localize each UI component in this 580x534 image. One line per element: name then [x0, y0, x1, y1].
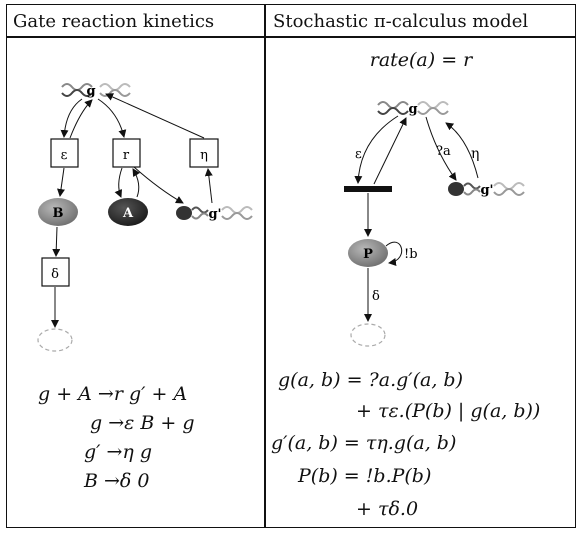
dna-gene-gprime-right: g' [448, 182, 525, 198]
arrow-p-self-loop [385, 241, 403, 266]
edge-label-epsilon: ε [355, 147, 362, 162]
dna-gene-gprime-left: g' [176, 206, 253, 222]
rate-equation: rate(a) = r [369, 49, 473, 71]
reaction-box-delta [41, 257, 70, 287]
arrow-eta-to-g [105, 93, 205, 139]
arrow-gprime-to-eta [204, 168, 213, 204]
gene-gprime-label-right: g' [480, 183, 493, 198]
reaction-label-r: r [123, 148, 130, 163]
reaction-label-delta: δ [51, 267, 59, 282]
gene-g-label-left: g [86, 84, 95, 99]
process-p-label: P [363, 247, 373, 262]
arrow-g-to-epsilon [60, 98, 83, 138]
left-column-title: Gate reaction kinetics [13, 11, 215, 32]
gene-g-label-right: g [408, 102, 417, 117]
arrow-bar-to-g [373, 117, 407, 185]
reaction-box-r [112, 138, 141, 168]
arrow-g-to-r [97, 98, 127, 138]
arrow-epsilon-to-g [69, 99, 93, 139]
arrow-b-to-delta [52, 226, 61, 257]
left-equation-3: g′ →η g [84, 441, 153, 463]
reaction-label-eta: η [200, 148, 208, 163]
arrow-gprime-to-g [445, 122, 479, 179]
right-equation-4: P(b) = !b.P(b) [298, 465, 432, 487]
arrow-g-to-gprime [425, 116, 457, 181]
left-equation-2: g →ε B + g [90, 412, 195, 434]
species-b-node [38, 198, 78, 226]
gene-gprime-label-left: g' [208, 207, 221, 222]
right-equation-2: + τε.(P(b) | g(a, b)) [356, 400, 541, 422]
reaction-bar [344, 186, 392, 192]
species-a-node [108, 198, 148, 226]
reaction-label-epsilon: ε [61, 148, 68, 163]
edge-label-receive-a: ?a [436, 144, 451, 159]
degraded-empty-node-left [37, 328, 73, 352]
reaction-box-epsilon [50, 138, 79, 168]
arrow-r-to-gprime [133, 166, 184, 204]
right-equation-5: + τδ.0 [356, 498, 419, 520]
left-equation-4: B →δ 0 [84, 470, 150, 492]
reaction-box-eta [189, 138, 219, 168]
arrow-a-to-r [132, 168, 141, 198]
column-divider [264, 5, 266, 527]
dna-gene-g-left: g [61, 83, 131, 99]
dna-gene-g-right: g [377, 101, 449, 117]
edge-label-eta: η [471, 146, 479, 162]
process-p-node [348, 239, 388, 267]
species-a-label: A [122, 206, 134, 221]
left-equation-1: g + A →r g′ + A [38, 383, 188, 405]
figure-frame: Gate reaction kinetics Stochastic π-calc… [6, 4, 576, 528]
right-equation-3: g′(a, b) = τη.g(a, b) [271, 432, 457, 454]
edge-label-send-b: !b [404, 247, 418, 262]
header-divider [7, 36, 575, 38]
species-b-label: B [53, 206, 64, 221]
arrow-g-to-bar [354, 115, 399, 184]
right-equation-1: g(a, b) = ?a.g′(a, b) [278, 369, 463, 391]
arrow-r-to-a [114, 167, 123, 198]
degraded-empty-node-right [350, 323, 386, 347]
edge-label-delta: δ [372, 289, 380, 304]
arrow-epsilon-to-b [57, 167, 65, 197]
right-column-title: Stochastic π-calculus model [273, 11, 529, 32]
